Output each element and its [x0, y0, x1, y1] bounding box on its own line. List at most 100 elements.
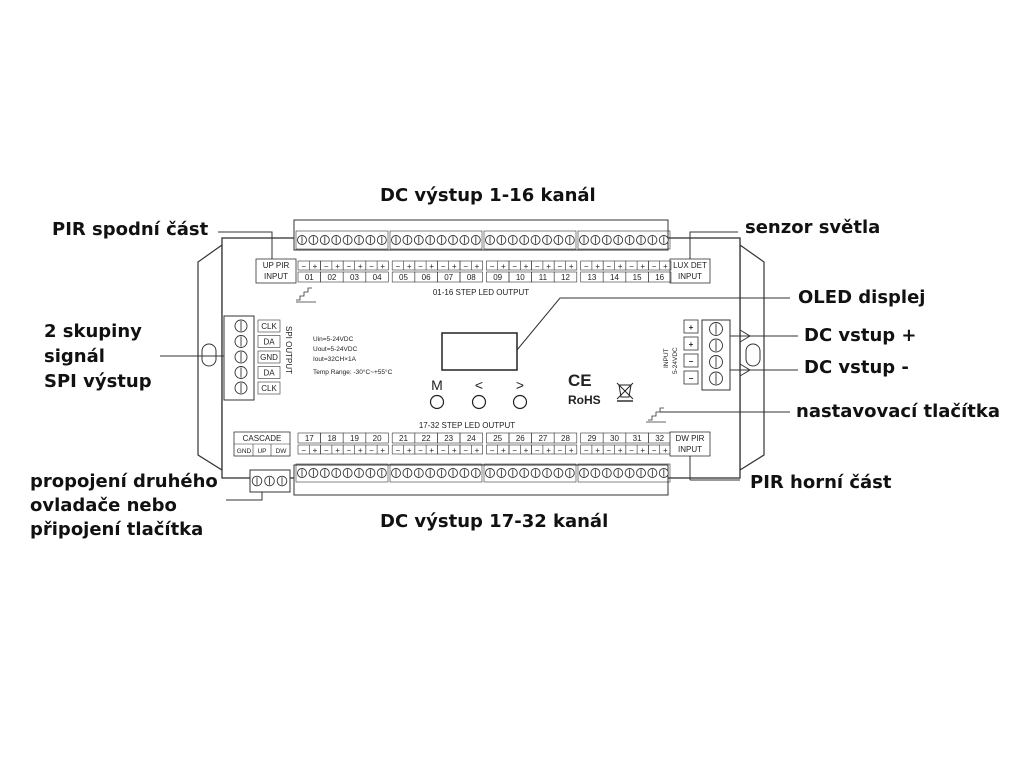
callout-spi-2: signál [44, 346, 105, 367]
top-plus: + [618, 262, 623, 271]
dw-pir-label-1: DW PIR [676, 434, 705, 443]
cascade-screw-icon [276, 475, 288, 487]
bottom-terminal-screw-icon [542, 468, 552, 478]
spi-screw-icon [234, 335, 248, 348]
bottom-plus: + [546, 446, 551, 455]
input-pin-box [683, 370, 699, 385]
top-terminal-header [293, 219, 669, 251]
input-pin-minus: − [689, 357, 694, 366]
top-minus: − [558, 262, 563, 271]
top-plus: + [595, 262, 600, 271]
bottom-plus: + [313, 446, 318, 455]
bottom-channel-31: 31 [633, 434, 642, 443]
input-pin-box [683, 319, 699, 334]
leader-pir-bottom [218, 231, 273, 236]
ce-mark: CE [568, 371, 592, 390]
top-plus: + [524, 262, 529, 271]
oled-display [441, 332, 518, 371]
top-terminal-screw-icon [448, 235, 458, 245]
lux-det-label-1: LUX DET [673, 261, 707, 270]
bottom-channel-24: 24 [467, 434, 476, 443]
top-minus: − [607, 262, 612, 271]
top-terminal-block-3 [483, 230, 577, 250]
top-plus: + [569, 262, 574, 271]
top-number-cell [648, 271, 672, 283]
bottom-terminal-screw-icon [553, 468, 564, 478]
button-m[interactable] [429, 394, 445, 410]
bottom-terminal-screw-icon [402, 468, 413, 478]
leader-cascade [226, 492, 263, 501]
top-channel-03: 03 [350, 273, 359, 282]
bottom-terminal-screw-icon [470, 468, 481, 478]
top-plus: + [313, 262, 318, 271]
top-terminal-screw-icon [413, 235, 424, 245]
spi-pin-da: DA [263, 369, 275, 378]
bottom-channel-17: 17 [305, 434, 314, 443]
bottom-minus: − [607, 446, 612, 455]
spi-pin-box [257, 335, 281, 348]
left-mounting-hole [201, 343, 217, 367]
bottom-channel-25: 25 [493, 434, 502, 443]
spi-output-label: SPI OUTPUT [284, 326, 293, 374]
top-plus: + [640, 262, 645, 271]
top-minus: − [418, 262, 423, 271]
button-right[interactable] [512, 394, 528, 410]
spec-iout: Iout=32CH×1A [313, 356, 357, 363]
top-terminal-screw-icon [354, 235, 364, 245]
top-plus: + [335, 262, 340, 271]
bottom-channel-23: 23 [444, 434, 453, 443]
top-terminal-screw-icon [459, 235, 470, 245]
rohs-mark: RoHS [568, 393, 601, 407]
top-minus: − [652, 262, 657, 271]
top-number-cell [553, 271, 578, 283]
spi-pin-box [257, 350, 281, 364]
bottom-channel-26: 26 [516, 434, 525, 443]
bottom-channel-27: 27 [538, 434, 547, 443]
top-output-label: 01-16 STEP LED OUTPUT [433, 288, 529, 297]
bottom-channel-32: 32 [655, 434, 664, 443]
top-terminal-block-1 [295, 230, 389, 250]
callout-pir-top: PIR horní část [750, 472, 892, 493]
bottom-terminal-block-1 [295, 463, 389, 483]
top-terminal-screw-icon [590, 235, 601, 245]
bottom-plus: + [618, 446, 623, 455]
bottom-plus: + [640, 446, 645, 455]
top-channel-08: 08 [467, 273, 476, 282]
top-minus: − [584, 262, 589, 271]
bottom-terminal-screw-icon [448, 468, 458, 478]
top-plus: + [663, 262, 668, 271]
bottom-minus: − [584, 446, 589, 455]
bottom-terminal-screw-icon [413, 468, 424, 478]
lux-det-label-2: INPUT [678, 272, 702, 281]
top-minus: − [324, 262, 329, 271]
bottom-channel-30: 30 [610, 434, 619, 443]
bottom-channel-18: 18 [327, 434, 336, 443]
bottom-terminal-screw-icon [590, 468, 601, 478]
top-plus: + [452, 262, 457, 271]
bottom-terminal-screw-icon [613, 468, 624, 478]
bottom-terminal-screw-icon [530, 468, 541, 478]
bottom-channel-labels: −+17−+18−+19−+20−+21−+22−+23−+24−+25−+26… [297, 432, 672, 455]
cascade-terminal-screws [251, 475, 288, 487]
top-minus: − [463, 262, 468, 271]
top-terminal-screw-icon [553, 235, 564, 245]
button-left[interactable] [471, 394, 487, 410]
top-terminal-screw-icon [542, 235, 552, 245]
dc-input-screw-icon [709, 371, 723, 386]
bottom-terminal-screw-icon [354, 468, 364, 478]
top-terminal-screw-icon [376, 235, 387, 245]
button-right-label: > [516, 377, 524, 393]
bottom-minus: − [347, 446, 352, 455]
cascade-screw-icon [264, 475, 275, 487]
top-minus: − [301, 262, 306, 271]
bottom-plus: + [524, 446, 529, 455]
bottom-terminal-screw-icon [331, 468, 342, 478]
top-terminal-screw-icon [647, 235, 658, 245]
bottom-channel-21: 21 [399, 434, 408, 443]
dc-input-screw-icon [709, 355, 723, 369]
top-plus: + [358, 262, 363, 271]
top-terminal-screw-icon [308, 235, 319, 245]
bottom-plus: + [475, 446, 480, 455]
spi-screw-icon [234, 319, 248, 333]
input-pin-plus: + [689, 323, 694, 332]
